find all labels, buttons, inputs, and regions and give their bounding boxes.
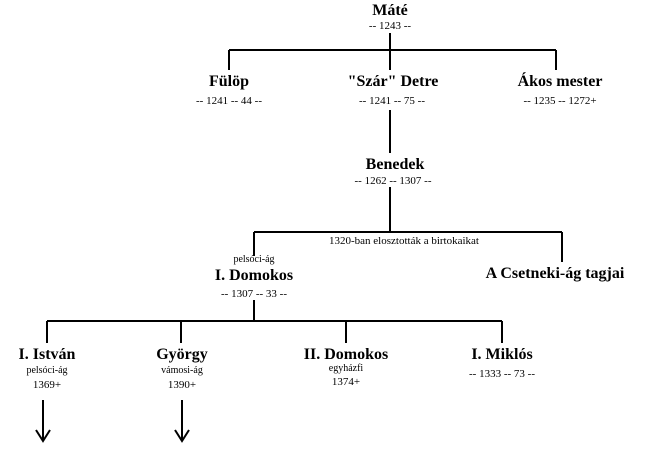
person-istvan-years: 1369+ [32, 379, 62, 391]
person-domokos2-years: 1374+ [331, 376, 361, 388]
person-miklos-name: I. Miklós [471, 346, 533, 363]
person-benedek-years: -- 1262 -- 1307 -- [354, 175, 432, 187]
person-detre-years: -- 1241 -- 75 -- [359, 95, 425, 107]
person-domokos1-branch: pelsóci-ág [233, 254, 275, 265]
person-detre-name: "Szár" Detre [347, 73, 439, 90]
arrow-istvan-head [35, 429, 51, 443]
person-mate-years: -- 1243 -- [368, 20, 412, 32]
person-fulop-name: Fülöp [208, 73, 250, 90]
person-domokos2-name: II. Domokos [303, 346, 389, 363]
person-miklos-years: -- 1333 -- 73 -- [469, 368, 535, 380]
person-gyorgy-years: 1390+ [167, 379, 197, 391]
csetneki-branch-label: A Csetneki-ág tagjai [485, 265, 625, 282]
person-domokos2-branch: egyházfi [328, 363, 364, 374]
person-akos-years: -- 1235 -- 1272+ [523, 95, 597, 107]
person-mate-name: Máté [372, 2, 408, 19]
person-istvan-branch: pelsóci-ág [26, 365, 68, 376]
person-domokos1-years: -- 1307 -- 33 -- [221, 288, 287, 300]
person-fulop-years: -- 1241 -- 44 -- [196, 95, 262, 107]
person-gyorgy-branch: vámosi-ág [161, 365, 203, 376]
person-benedek-name: Benedek [365, 156, 425, 173]
arrow-gyorgy-head [174, 429, 190, 443]
division-note: 1320-ban elosztották a birtokaikat [329, 235, 479, 247]
person-domokos1-name: I. Domokos [214, 267, 294, 284]
person-gyorgy-name: György [156, 346, 208, 363]
person-istvan-name: I. István [18, 346, 76, 363]
person-akos-name: Ákos mester [517, 73, 603, 90]
